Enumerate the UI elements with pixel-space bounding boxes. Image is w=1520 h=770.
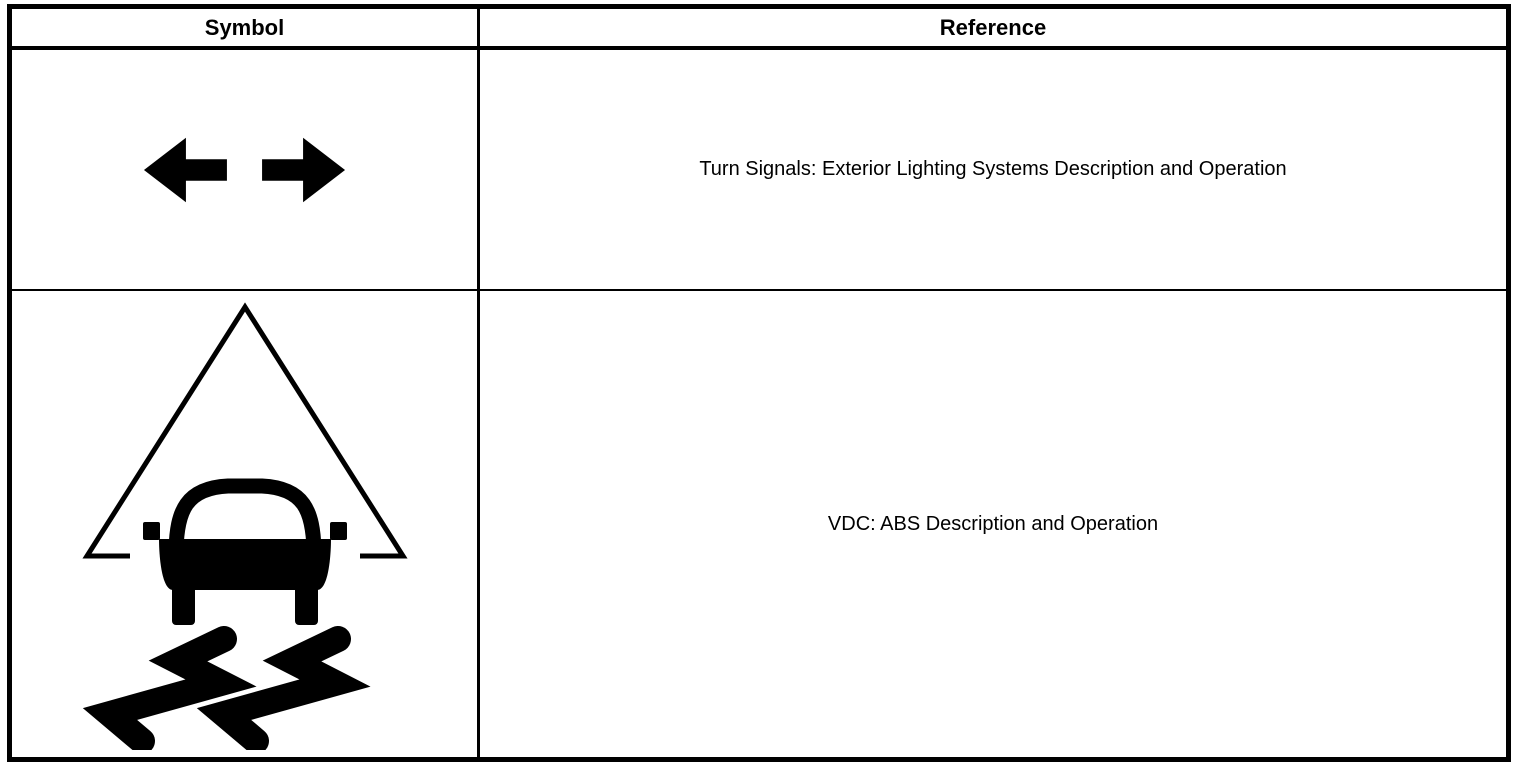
column-header-reference-label: Reference — [939, 14, 1047, 40]
table-row-1-symbol-cell — [12, 50, 480, 291]
left-arrow-icon — [143, 137, 227, 202]
vdc-slip-indicator-icon — [81, 302, 408, 750]
car-left-wheel — [171, 585, 195, 625]
car-left-mirror — [142, 522, 160, 540]
table-row-1-reference-cell: Turn Signals: Exterior Lighting Systems … — [480, 50, 1506, 291]
table-row-2-reference-cell: VDC: ABS Description and Operation — [480, 291, 1506, 757]
triangle-outline — [81, 302, 408, 559]
car-roof-arch — [168, 478, 321, 551]
car-body — [158, 539, 331, 590]
column-header-symbol: Symbol — [12, 9, 480, 50]
turn-signal-arrows-icon — [143, 137, 346, 202]
right-arrow-icon — [262, 137, 346, 202]
right-skid-mark — [196, 626, 371, 750]
column-header-reference: Reference — [480, 9, 1506, 50]
reference-text-turn-signals: Turn Signals: Exterior Lighting Systems … — [699, 158, 1287, 180]
column-header-symbol-label: Symbol — [204, 14, 285, 40]
table-row-2-symbol-cell — [12, 291, 480, 757]
car-right-mirror — [329, 522, 347, 540]
car-right-wheel — [294, 585, 318, 625]
symbol-reference-table: Symbol Reference Turn Signals: Exterior … — [7, 4, 1511, 762]
reference-text-vdc: VDC: ABS Description and Operation — [827, 512, 1159, 535]
left-skid-mark — [82, 626, 257, 750]
